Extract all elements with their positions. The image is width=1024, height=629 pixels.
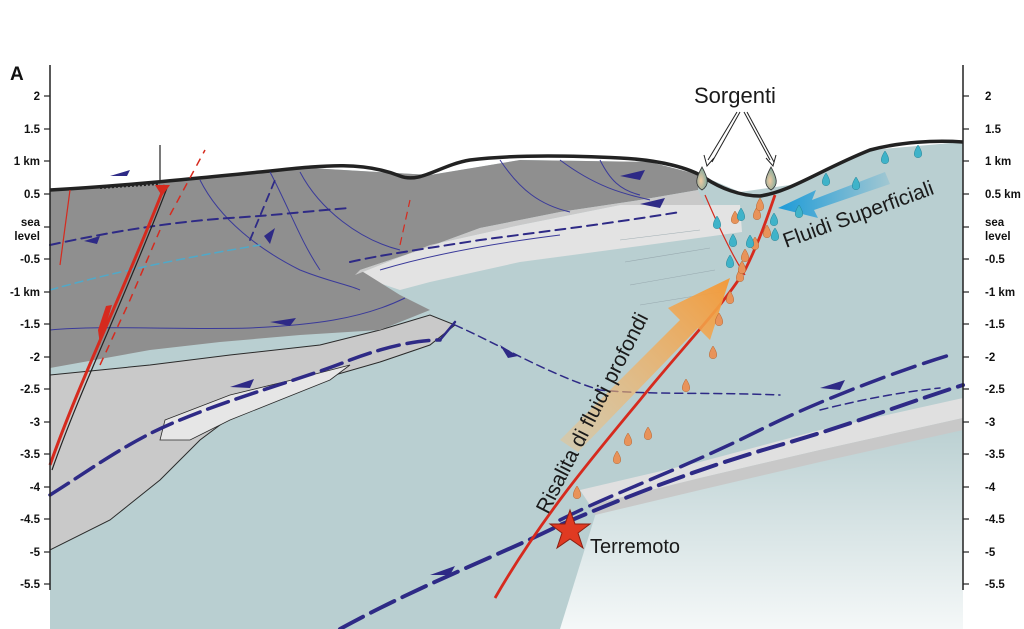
water-drop-icon <box>822 172 830 186</box>
axis-tick-label: sea <box>21 217 41 229</box>
axis-tick-label: -5.5 <box>985 579 1005 591</box>
axis-tick-label: -0.5 <box>985 254 1005 266</box>
water-drop-icon <box>726 254 734 268</box>
axis-tick-label: -5 <box>30 547 41 559</box>
earthquake-label: Terremoto <box>590 536 680 558</box>
water-drop-icon <box>624 432 632 446</box>
fault-slip-arrow <box>98 305 112 345</box>
axis-tick-label: level <box>985 231 1011 243</box>
water-drop-icon <box>741 248 749 262</box>
axis-tick-label: 0.5 km <box>985 189 1021 201</box>
water-drop-icon <box>709 345 717 359</box>
light-unit-right <box>355 190 705 275</box>
surface-fluid-drops <box>713 144 922 268</box>
water-drop-icon <box>682 378 690 392</box>
pale-unit-upper <box>355 205 742 290</box>
axis-tick-label: 1.5 <box>985 124 1002 136</box>
axis-tick-label: -1.5 <box>985 319 1005 331</box>
left-axis-ticks: 2 1.5 1 km 0.5 sea level -0.5 -1 km -1.5 -2 -2.5 -3… <box>10 91 50 591</box>
water-drop-icon <box>763 224 771 238</box>
water-drop-icon <box>729 233 737 247</box>
axis-tick-label: 1 km <box>985 156 1011 168</box>
springs-label: Sorgenti <box>694 83 776 108</box>
water-drop-icon <box>715 312 723 326</box>
right-axis-ticks: 2 1.5 1 km 0.5 km sea level -0.5 -1 km -1.5 -2 -2.… <box>963 91 1021 591</box>
axis-tick-label: -1.5 <box>20 319 40 331</box>
axis-tick-label: -5.5 <box>20 579 40 591</box>
axis-tick-label: -2.5 <box>20 384 40 396</box>
axis-tick-label: 2 <box>985 91 991 103</box>
axis-tick-label: -1 km <box>10 287 40 299</box>
axis-tick-label: -0.5 <box>20 254 40 266</box>
spring-right-icon <box>765 166 777 191</box>
water-drop-icon <box>737 207 745 221</box>
axis-tick-label: -3 <box>985 417 995 429</box>
water-drop-icon <box>738 260 746 274</box>
topographic-surface <box>49 139 964 198</box>
axis-tick-label: 2 <box>34 91 40 103</box>
water-drop-icon <box>573 485 581 499</box>
water-drop-icon <box>713 215 721 229</box>
axis-tick-label: 1.5 <box>24 124 41 136</box>
panel-label: A <box>10 64 24 85</box>
star-icon <box>548 508 592 550</box>
spring-pointer-arrows <box>703 111 777 168</box>
fault-marker <box>155 185 170 196</box>
light-unit <box>49 314 456 551</box>
water-drop-icon <box>852 176 860 190</box>
thrust-lines <box>48 179 965 629</box>
axis-tick-label: -1 km <box>985 287 1015 299</box>
water-drop-icon <box>770 212 778 226</box>
axis-tick-label: -2 <box>985 352 995 364</box>
deep-fluids-arrow-icon <box>560 278 730 452</box>
water-drop-icon <box>795 204 803 218</box>
water-drop-icon <box>914 144 922 158</box>
axis-tick-label: -3.5 <box>985 449 1005 461</box>
axis-tick-label: level <box>14 231 40 243</box>
surface-fluids-arrow-icon <box>778 172 890 218</box>
axis-tick-label: -2 <box>30 352 40 364</box>
water-drop-icon <box>644 426 652 440</box>
spring-left-icon <box>696 166 708 191</box>
deep-fluid-drops <box>573 197 771 499</box>
water-drop-icon <box>756 197 764 211</box>
axis-tick-label: 1 km <box>14 156 40 168</box>
axis-tick-label: -3 <box>30 417 40 429</box>
grey-band-lower <box>590 418 963 515</box>
axis-tick-label: -4 <box>985 482 996 494</box>
water-drop-icon <box>746 234 754 248</box>
axis-tick-label: 0.5 <box>24 189 41 201</box>
axis-tick-label: -3.5 <box>20 449 40 461</box>
water-drop-icon <box>771 227 779 241</box>
thrust-arrows <box>84 170 845 575</box>
water-drop-icon <box>613 450 621 464</box>
pale-lens <box>159 364 351 441</box>
water-drop-icon <box>881 150 889 164</box>
axis-tick-label: -4.5 <box>985 514 1005 526</box>
axis-tick-label: -4 <box>30 482 41 494</box>
internal-contacts <box>49 159 651 331</box>
axis-tick-label: sea <box>985 217 1005 229</box>
axis-tick-label: -4.5 <box>20 514 40 526</box>
axis-tick-label: -5 <box>985 547 996 559</box>
water-drop-icon <box>726 290 734 304</box>
dark-unit <box>50 160 700 368</box>
axis-tick-label: -2.5 <box>985 384 1005 396</box>
